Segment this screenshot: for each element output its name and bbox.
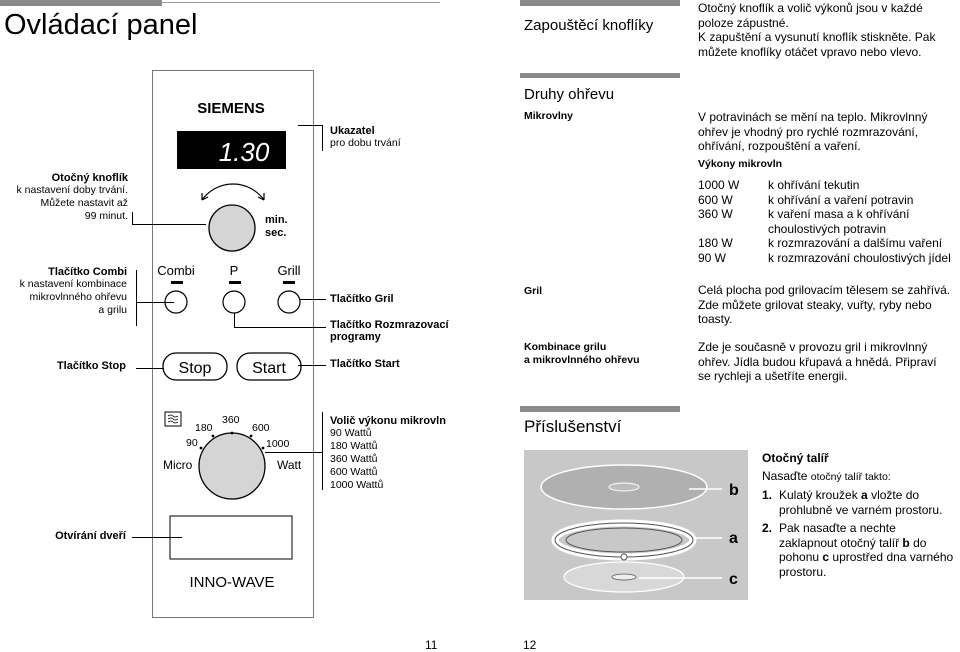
callout-grill: Tlačítko Gril bbox=[330, 293, 394, 305]
page-number-left: 11 bbox=[425, 638, 438, 652]
callout-power: Volič výkonu mikrovln 90 Wattů 180 Wattů… bbox=[330, 415, 446, 491]
microwave-text: V potravinách se mění na teplo. Mikrovln… bbox=[698, 110, 928, 153]
brand-logo: SIEMENS bbox=[197, 100, 265, 117]
callout-door: Otvírání dveří bbox=[55, 530, 126, 542]
combi-text: Zde je současně v provozu gril i mikrovl… bbox=[698, 340, 937, 383]
label-grill: Gril bbox=[524, 285, 543, 297]
callout-start: Tlačítko Start bbox=[330, 358, 400, 370]
combi-label: Combi bbox=[157, 263, 195, 278]
grill-label: Grill bbox=[277, 263, 300, 278]
section-title-heating: Druhy ohřevu bbox=[524, 86, 615, 103]
page-title: Ovládací panel bbox=[4, 9, 198, 41]
header-bar-heating bbox=[520, 73, 680, 78]
header-rule-left bbox=[162, 2, 440, 3]
header-bar-left bbox=[0, 0, 162, 6]
p-button bbox=[222, 290, 246, 314]
svg-text:b: b bbox=[729, 482, 739, 499]
turntable-title: Otočný talíř bbox=[762, 451, 829, 465]
svg-text:1000: 1000 bbox=[266, 438, 290, 450]
label-combi: Kombinace grilu a mikrovlnného ohřevu bbox=[524, 341, 640, 366]
stop-button bbox=[162, 352, 228, 381]
control-panel-drawing: SIEMENS 1.30 min. sec. Combi P Grill Sto… bbox=[157, 100, 302, 591]
svg-text:Start: Start bbox=[252, 360, 286, 377]
callout-time-knob: Otočný knoflík k nastavení doby trvání. … bbox=[16, 172, 128, 222]
section-title-knobs: Zapouštěcí knoflíky bbox=[524, 17, 654, 34]
watt-label: Watt bbox=[277, 458, 302, 472]
knob-label-min: min. bbox=[265, 214, 288, 226]
power-knob bbox=[198, 432, 266, 500]
model-name: INNO-WAVE bbox=[190, 574, 275, 591]
knobs-text: Otočný knoflík a volič výkonů jsou v kaž… bbox=[698, 1, 936, 59]
svg-text:a: a bbox=[729, 530, 738, 547]
grill-text: Celá plocha pod grilovacím tělesem se za… bbox=[698, 283, 951, 326]
callout-stop: Tlačítko Stop bbox=[56, 360, 126, 372]
header-bar-accessories bbox=[520, 406, 680, 412]
time-display bbox=[177, 131, 286, 169]
micro-label: Micro bbox=[163, 458, 193, 472]
knob-rotation-arrow bbox=[201, 183, 265, 201]
svg-text:360: 360 bbox=[222, 414, 240, 426]
header-bar-knobs bbox=[520, 0, 680, 6]
defrost-icon bbox=[164, 411, 182, 427]
knob-label-sec: sec. bbox=[265, 227, 286, 239]
display-value: 1.30 bbox=[219, 137, 270, 167]
p-label: P bbox=[230, 263, 239, 278]
start-button bbox=[236, 352, 302, 381]
callout-defrost: Tlačítko Rozmrazovací programy bbox=[330, 319, 449, 343]
turntable-intro: Nasaďte otočný talíř takto: bbox=[762, 469, 891, 483]
grill-button bbox=[277, 290, 301, 314]
callout-combi: Tlačítko Combi k nastavení kombinace mik… bbox=[19, 266, 127, 316]
svg-text:c: c bbox=[729, 571, 738, 588]
svg-text:Stop: Stop bbox=[179, 360, 212, 377]
svg-text:180: 180 bbox=[195, 422, 213, 434]
callout-display: Ukazatel pro dobu trvání bbox=[330, 125, 401, 149]
turntable-figure: b a c bbox=[524, 450, 748, 600]
svg-text:600: 600 bbox=[252, 422, 270, 434]
page-number-right: 12 bbox=[523, 638, 537, 652]
section-title-accessories: Příslušenství bbox=[524, 417, 622, 436]
power-table-title: Výkony mikrovln bbox=[698, 158, 783, 170]
step-2: 2.Pak nasaďte a nechte zaklapnout otočný… bbox=[762, 521, 954, 579]
label-microwave: Mikrovlny bbox=[524, 110, 574, 122]
time-knob bbox=[208, 204, 256, 252]
svg-text:90: 90 bbox=[186, 437, 198, 449]
door-release bbox=[169, 515, 293, 560]
step-1: 1.Kulatý kroužek a vložte do prohlubně v… bbox=[762, 488, 943, 517]
